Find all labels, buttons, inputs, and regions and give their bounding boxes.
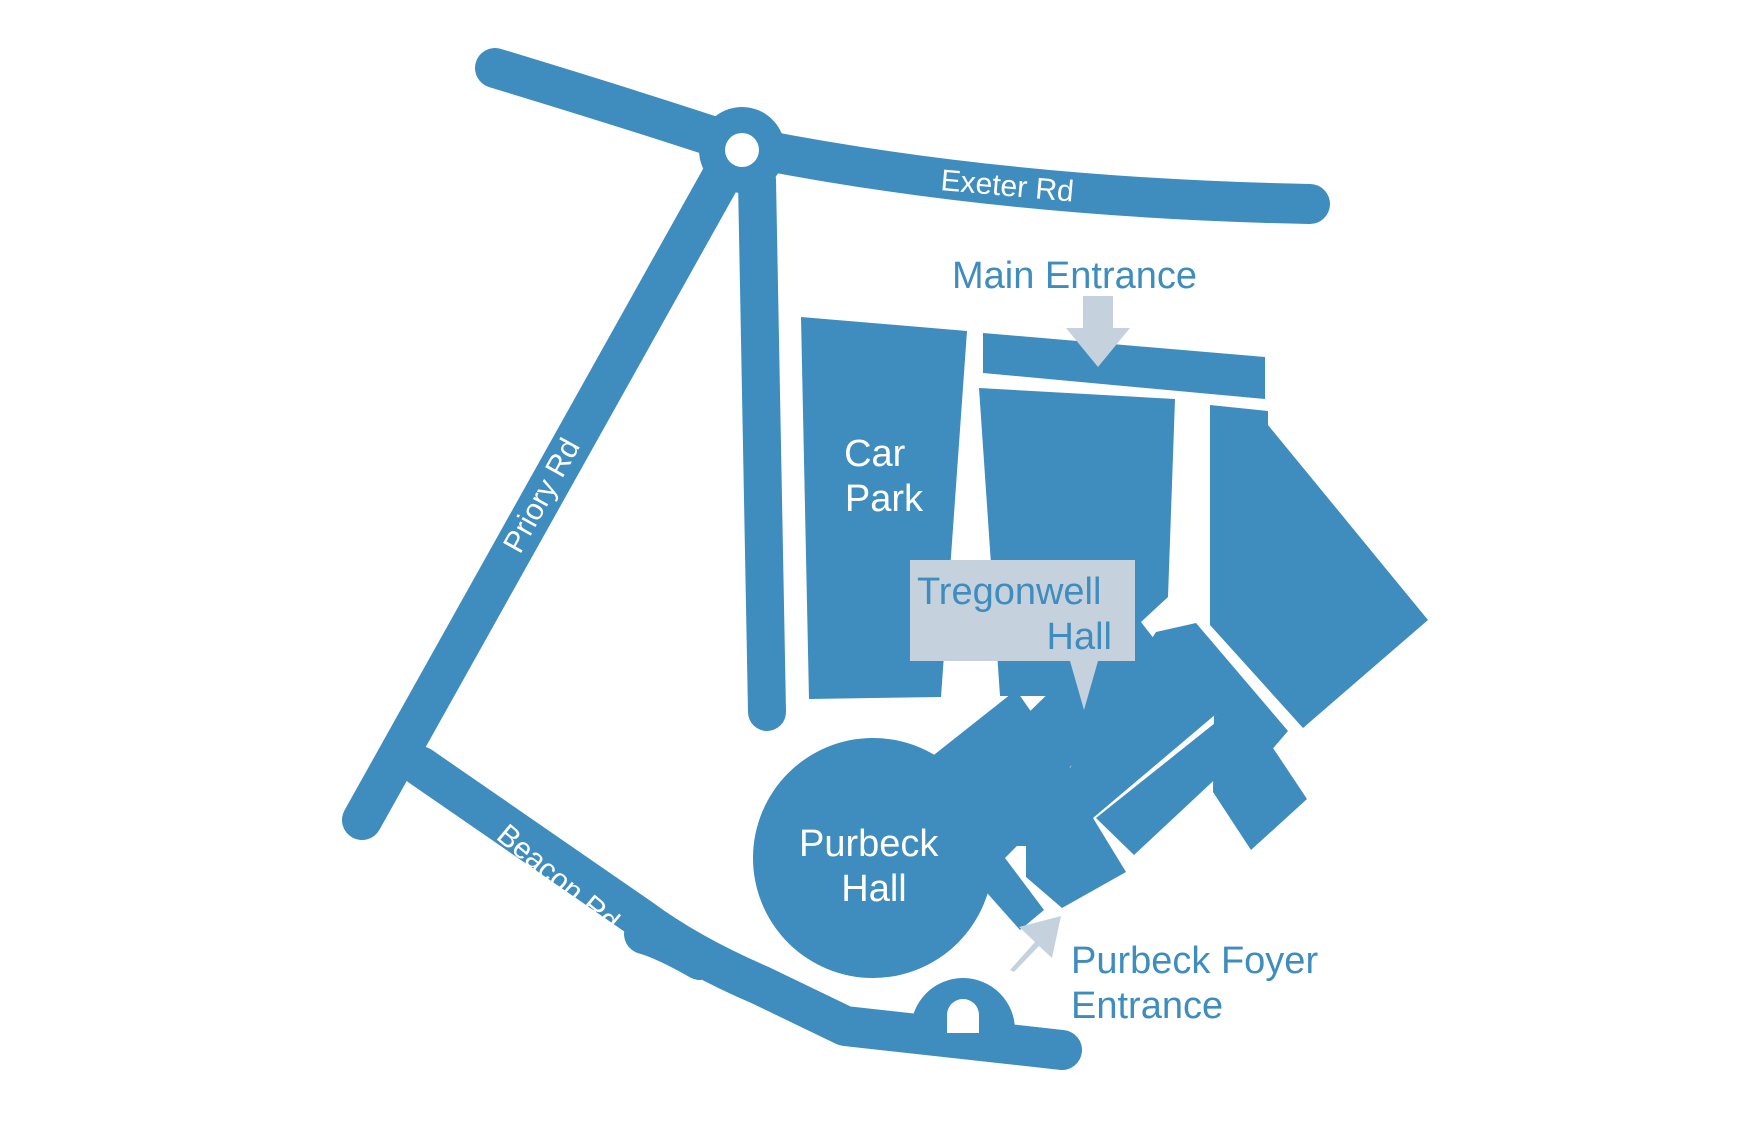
tregonwell-label-line-1: Tregonwell	[917, 571, 1101, 613]
svg-text:Tregonwell Hall: Tregonwell Hall	[917, 571, 1112, 658]
roundabout-north-island	[725, 133, 759, 167]
foyer-entrance-label: Purbeck Foyer Entrance	[1071, 940, 1329, 1027]
car-park-label-line-2: Park	[845, 478, 924, 520]
purbeck-connector	[930, 690, 1080, 930]
priory-road	[342, 156, 742, 840]
purbeck-hall-label-line-2: Hall	[841, 868, 906, 910]
beacon-road-turn	[624, 914, 720, 980]
car-park-label: Car Park	[844, 433, 924, 520]
corridor-central	[972, 623, 1288, 908]
corridor-lower	[1096, 723, 1240, 855]
purbeck-hall	[753, 738, 993, 978]
main-entrance-marker: Main Entrance	[952, 255, 1197, 367]
priory-road-label: Priory Rd	[497, 433, 586, 558]
tregonwell-label-line-2: Hall	[1047, 616, 1112, 658]
exeter-road	[475, 48, 1330, 224]
northern-access-road	[738, 161, 786, 731]
car-park-label-line-1: Car	[844, 433, 906, 475]
main-entrance-arrow	[1066, 296, 1130, 367]
east-lower-room	[1213, 714, 1307, 850]
purbeck-hall-label-line-1: Purbeck	[799, 823, 939, 865]
roads	[342, 48, 1330, 1070]
main-entrance-strip	[983, 333, 1265, 399]
tregonwell-callout: Tregonwell Hall	[910, 560, 1135, 710]
purbeck-hall-label: Purbeck Hall	[799, 823, 949, 910]
main-entrance-label: Main Entrance	[952, 255, 1197, 297]
foyer-entrance-label-line-2: Entrance	[1071, 985, 1223, 1027]
east-block	[1210, 405, 1428, 728]
buildings	[753, 317, 1428, 978]
foyer-entrance-marker: Purbeck Foyer Entrance	[1010, 916, 1329, 1027]
foyer-entrance-label-line-1: Purbeck Foyer	[1071, 940, 1318, 982]
foyer-entrance-arrow	[1010, 916, 1061, 972]
